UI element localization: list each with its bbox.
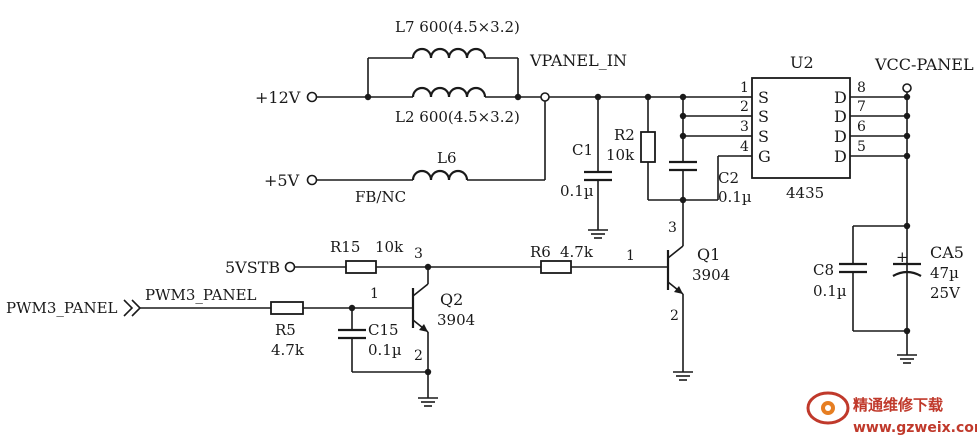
- base-drive: [284, 260, 668, 274]
- c1-value: 0.1µ: [560, 182, 594, 200]
- u2-d3: D: [834, 127, 847, 146]
- resistor-r15: [345, 260, 377, 274]
- label-12v: +12V: [255, 88, 301, 107]
- u2-label: U2: [790, 53, 814, 72]
- vstb-label: 5VSTB: [225, 258, 280, 277]
- output-section: [839, 83, 922, 364]
- q1-pin-1: 1: [626, 248, 635, 264]
- ca5-plus: +: [896, 248, 909, 266]
- l2-label: L2 600(4.5×3.2): [395, 108, 520, 126]
- ca5-value: 47µ: [930, 264, 959, 282]
- source-bus: [669, 97, 740, 238]
- r5-value: 4.7k: [271, 341, 305, 359]
- q2-part: 3904: [437, 311, 475, 329]
- r5-label: R5: [275, 321, 296, 339]
- r2-label: R2: [614, 126, 635, 144]
- c2-value: 0.1µ: [718, 188, 752, 206]
- pwm-input: [123, 299, 304, 317]
- terminal-5v: [306, 174, 318, 186]
- u2-part-label: 4435: [786, 184, 824, 202]
- q1-pin-2: 2: [670, 308, 679, 324]
- c1-label: C1: [572, 141, 593, 159]
- u2-d4: D: [834, 147, 847, 166]
- ca5-voltage: 25V: [930, 284, 961, 302]
- u2-pin-3: 3: [740, 119, 749, 135]
- label-5v: +5V: [264, 171, 300, 190]
- r15-value: 10k: [375, 238, 404, 256]
- input-12v-section: [306, 47, 545, 103]
- q2-label: Q2: [440, 290, 463, 309]
- c2-label: C2: [718, 169, 739, 187]
- eye-icon: [806, 391, 850, 425]
- vcc-panel-label: VCC-PANEL: [874, 55, 974, 74]
- u2-pin-1: 1: [740, 80, 749, 96]
- u2-d2: D: [834, 107, 847, 126]
- u2-g: G: [758, 147, 771, 166]
- q2-pin-2: 2: [414, 348, 423, 364]
- r2-value: 10k: [606, 146, 635, 164]
- vpanel-in-label: VPANEL_IN: [529, 51, 627, 70]
- ca5-label: CA5: [930, 243, 964, 262]
- q1-pin-3: 3: [668, 220, 677, 236]
- resistor-r5: [270, 301, 304, 315]
- watermark-brand: 精通维修下载: [853, 396, 943, 414]
- watermark-url: www.gzweix.com: [853, 420, 977, 436]
- pwm-net-label: PWM3_PANEL: [145, 286, 257, 304]
- u2-pin-6: 6: [857, 119, 866, 135]
- resistor-r6: [540, 260, 572, 274]
- u2-pin-4: 4: [740, 139, 749, 155]
- l7-label: L7 600(4.5×3.2): [395, 18, 520, 36]
- c8-value: 0.1µ: [813, 282, 847, 300]
- u2-pin-5: 5: [857, 139, 866, 155]
- c15-value: 0.1µ: [368, 341, 402, 359]
- u2-pin-2: 2: [740, 99, 749, 115]
- r6-label: R6: [530, 243, 551, 261]
- u2-d1: D: [834, 88, 847, 107]
- u2-pin-8: 8: [857, 80, 866, 96]
- inductor-l7: [411, 47, 487, 59]
- q2-pin-3: 3: [414, 246, 423, 262]
- capacitor-c1: [584, 97, 612, 239]
- pwm-port-label: PWM3_PANEL: [6, 299, 118, 317]
- terminal-vcc-panel: [902, 83, 912, 93]
- r15-label: R15: [330, 238, 360, 256]
- ic-u2: [740, 77, 907, 179]
- watermark-logo: 精通维修下载 www.gzweix.com: [806, 391, 977, 436]
- transistor-q2: [303, 267, 438, 407]
- q1-part: 3904: [692, 266, 730, 284]
- fbnc-label: FB/NC: [355, 188, 406, 206]
- inductor-l6: [411, 169, 469, 181]
- vpanel-rail: [549, 93, 740, 101]
- q2-pin-1: 1: [370, 286, 379, 302]
- u2-s3: S: [758, 127, 769, 146]
- r6-value: 4.7k: [560, 243, 594, 261]
- inductor-l2: [411, 86, 487, 98]
- terminal-vpanel-in: [540, 92, 550, 102]
- resistor-r2: [640, 97, 683, 201]
- q1-label: Q1: [697, 245, 720, 264]
- u2-pin-7: 7: [857, 99, 866, 115]
- l6-label: L6: [437, 149, 457, 167]
- u2-s2: S: [758, 107, 769, 126]
- c15-label: C15: [368, 321, 399, 339]
- transistor-q1: [666, 238, 693, 381]
- terminal-5vstb: [284, 261, 296, 273]
- terminal-12v: [306, 91, 318, 103]
- input-5v-section: [306, 92, 550, 186]
- pwm-port-arrow: [123, 299, 142, 317]
- c8-label: C8: [813, 261, 834, 279]
- u2-s1: S: [758, 88, 769, 107]
